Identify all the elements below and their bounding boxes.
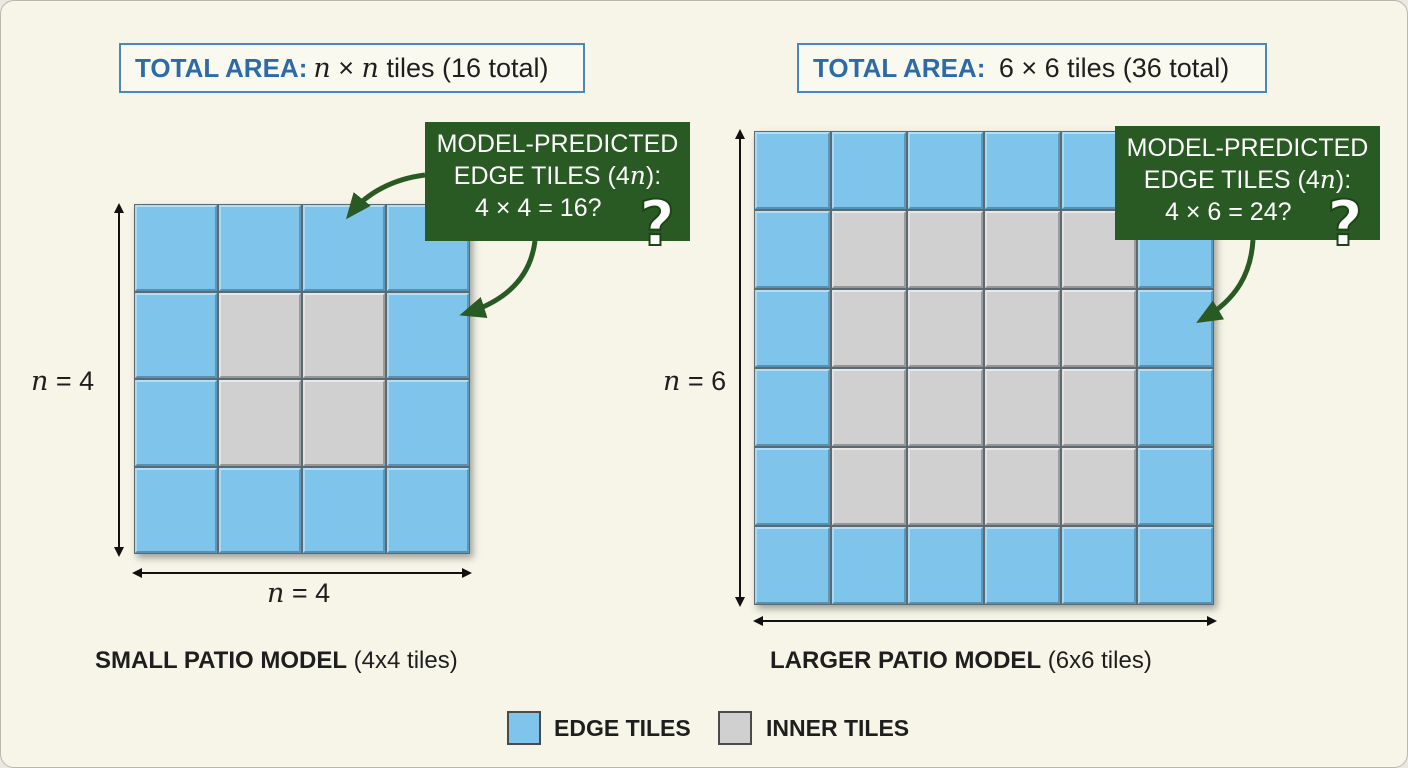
right-callout-line-2-prefix: EDGE TILES (4 xyxy=(1143,166,1320,194)
small-patio-edge-tile xyxy=(387,292,469,378)
larger-patio-edge-tile xyxy=(755,211,830,288)
larger-patio-edge-tile xyxy=(985,132,1060,209)
small-patio-edge-tile xyxy=(135,292,217,378)
left-callout-arrow-top xyxy=(345,172,426,220)
larger-patio-inner-tile xyxy=(908,211,983,288)
right-callout-line-2-var: n xyxy=(1319,165,1336,194)
small-patio-inner-tile xyxy=(219,292,301,378)
small-patio-edge-tile xyxy=(219,205,301,291)
larger-patio-edge-tile xyxy=(1138,527,1213,604)
larger-patio-inner-tile xyxy=(985,211,1060,288)
left-caption-rest: (4x4 tiles) xyxy=(347,647,458,674)
right-side-label-value: = 6 xyxy=(680,366,727,396)
larger-patio-edge-tile xyxy=(908,527,983,604)
left-callout-line-2-var: n xyxy=(629,161,646,190)
right-callout-line-1: MODEL-PREDICTED xyxy=(1126,134,1369,162)
larger-patio-edge-tile xyxy=(908,132,983,209)
small-patio-inner-tile xyxy=(219,380,301,466)
larger-patio-inner-tile xyxy=(831,369,907,446)
right-prediction-callout: MODEL-PREDICTED EDGE TILES (4n): 4 × 6 =… xyxy=(1115,126,1380,240)
right-side-label-var: n xyxy=(663,366,681,397)
larger-patio-edge-tile xyxy=(1138,369,1213,446)
larger-patio-inner-tile xyxy=(831,211,907,288)
right-callout-line-2: EDGE TILES (4n): xyxy=(1115,164,1380,196)
larger-patio-inner-tile xyxy=(831,290,907,367)
left-callout-line-2-prefix: EDGE TILES (4 xyxy=(453,162,630,190)
larger-patio-inner-tile xyxy=(1061,290,1137,367)
small-patio-edge-tile xyxy=(387,380,469,466)
small-patio-edge-tile xyxy=(387,467,469,553)
left-caption-bold: SMALL PATIO MODEL xyxy=(95,647,347,674)
left-bottom-dimension-label: n = 4 xyxy=(267,578,330,609)
right-callout-arrow xyxy=(1196,239,1256,324)
larger-patio-edge-tile xyxy=(1138,448,1213,525)
left-side-label-var: n xyxy=(31,366,49,397)
small-patio-inner-tile xyxy=(303,380,385,466)
right-total-area-box: TOTAL AREA: 6 × 6 tiles (36 total) xyxy=(797,43,1267,93)
right-total-area-keyword: TOTAL AREA: xyxy=(813,52,986,83)
larger-patio-inner-tile xyxy=(1061,448,1137,525)
right-caption: LARGER PATIO MODEL (6x6 tiles) xyxy=(770,647,1152,675)
left-callout-line-1: MODEL-PREDICTED xyxy=(436,130,679,158)
small-patio-edge-tile xyxy=(135,467,217,553)
larger-patio-edge-tile xyxy=(985,527,1060,604)
left-bottom-label-value: = 4 xyxy=(284,578,331,608)
larger-patio-edge-tile xyxy=(831,132,907,209)
left-total-area-keyword: TOTAL AREA: xyxy=(135,52,308,83)
legend-inner-swatch xyxy=(718,711,752,745)
legend-edge-swatch xyxy=(507,711,541,745)
larger-patio-edge-tile xyxy=(755,527,830,604)
larger-patio-inner-tile xyxy=(831,448,907,525)
small-patio-edge-tile xyxy=(219,467,301,553)
larger-patio-inner-tile xyxy=(908,369,983,446)
right-callout-line-3: 4 × 6 = 24? xyxy=(1165,198,1292,226)
small-patio-edge-tile xyxy=(135,380,217,466)
larger-patio-inner-tile xyxy=(908,448,983,525)
left-question-mark-icon: ? xyxy=(638,186,676,261)
larger-patio-edge-tile xyxy=(755,290,830,367)
larger-patio-inner-tile xyxy=(908,290,983,367)
left-caption: SMALL PATIO MODEL (4x4 tiles) xyxy=(95,647,458,675)
right-caption-rest: (6x6 tiles) xyxy=(1041,647,1152,674)
left-bottom-label-var: n xyxy=(267,578,285,609)
left-total-area-box: TOTAL AREA: n × n tiles (16 total) xyxy=(119,43,585,93)
larger-patio-edge-tile xyxy=(755,132,830,209)
left-total-area-times: × xyxy=(330,52,362,83)
left-prediction-callout: MODEL-PREDICTED EDGE TILES (4n): 4 × 4 =… xyxy=(425,122,690,241)
left-callout-arrow-right xyxy=(459,240,538,319)
small-patio-inner-tile xyxy=(303,292,385,378)
right-callout-line-2-suffix: ): xyxy=(1335,166,1352,194)
left-side-label-value: = 4 xyxy=(48,366,95,396)
right-question-mark-icon: ? xyxy=(1326,186,1364,261)
larger-patio-edge-tile xyxy=(1061,527,1137,604)
legend-inner-label: INNER TILES xyxy=(766,715,910,741)
larger-patio-edge-tile xyxy=(755,448,830,525)
right-caption-bold: LARGER PATIO MODEL xyxy=(770,647,1042,674)
left-total-area-suffix: tiles (16 total) xyxy=(378,52,549,83)
left-side-dimension-label: n = 4 xyxy=(31,366,94,397)
larger-patio-edge-tile xyxy=(755,369,830,446)
small-patio-edge-tile xyxy=(303,467,385,553)
left-callout-line-2: EDGE TILES (4n): xyxy=(425,160,690,192)
left-total-area-var-1: n xyxy=(313,52,331,84)
small-patio-edge-tile xyxy=(135,205,217,291)
larger-patio-inner-tile xyxy=(985,290,1060,367)
left-callout-line-2-suffix: ): xyxy=(645,162,662,190)
right-total-area-text: 6 × 6 tiles (36 total) xyxy=(991,52,1230,83)
left-total-area-var-2: n xyxy=(361,52,379,84)
small-patio-grid xyxy=(134,204,470,554)
larger-patio-inner-tile xyxy=(1061,369,1137,446)
larger-patio-inner-tile xyxy=(985,448,1060,525)
right-side-dimension-label: n = 6 xyxy=(663,366,726,397)
small-patio-edge-tile xyxy=(303,205,385,291)
legend-edge-label: EDGE TILES xyxy=(554,715,691,741)
larger-patio-edge-tile xyxy=(831,527,907,604)
left-callout-line-3: 4 × 4 = 16? xyxy=(475,194,602,222)
larger-patio-inner-tile xyxy=(985,369,1060,446)
